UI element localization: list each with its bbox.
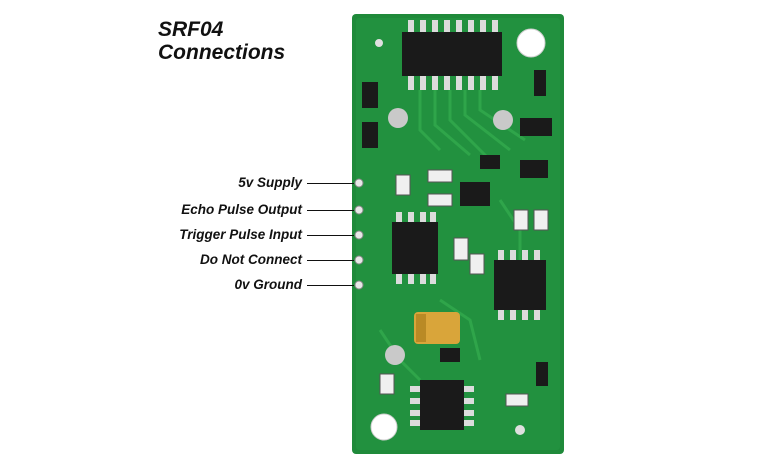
tantalum-capacitor: [414, 312, 460, 344]
lead-line: [307, 183, 354, 184]
lead-line: [307, 235, 354, 236]
mounting-hole: [370, 413, 398, 441]
lead-line: [307, 210, 354, 211]
lead-line: [307, 285, 354, 286]
pin-label-0v-ground: 0v Ground: [234, 277, 302, 292]
diagram-title: SRF04 Connections: [158, 18, 285, 64]
pin-label-do-not-connect: Do Not Connect: [200, 252, 302, 267]
bottom-chip: [410, 380, 474, 430]
middle-chip-right: [494, 250, 546, 320]
pin-label-echo-output: Echo Pulse Output: [181, 202, 302, 217]
pin-label-5v-supply: 5v Supply: [238, 175, 302, 190]
mounting-hole: [516, 28, 546, 58]
title-line-2: Connections: [158, 41, 286, 64]
pin-label-trigger-input: Trigger Pulse Input: [179, 227, 302, 242]
middle-chip-left: [392, 212, 438, 284]
connector-pads: [354, 178, 364, 290]
top-chip: [402, 20, 502, 90]
title-line-1: SRF04: [158, 18, 224, 41]
lead-line: [307, 260, 354, 261]
